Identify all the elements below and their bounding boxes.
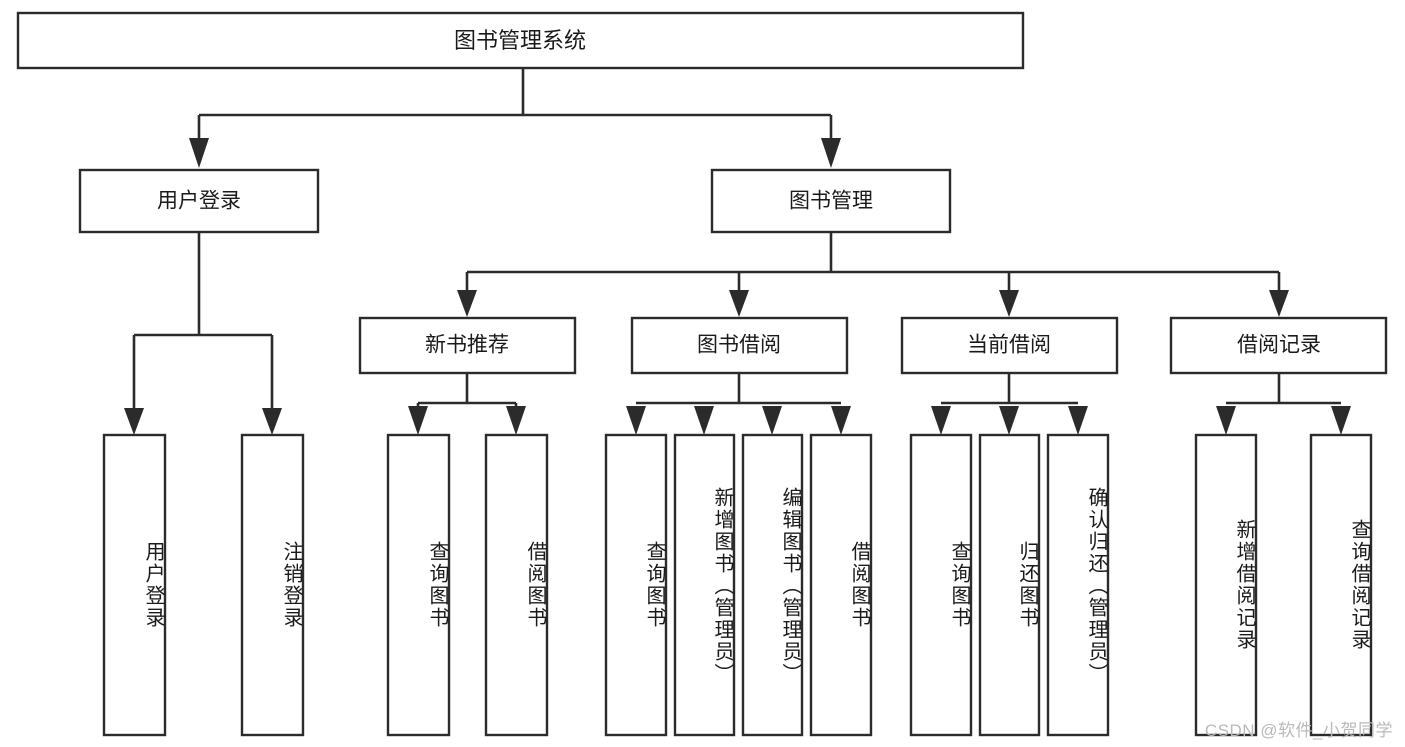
connectors-borrow-record (1216, 373, 1351, 435)
leaf-box-user-login[interactable] (102, 433, 167, 737)
connectors-current-borrow (931, 373, 1088, 435)
arrow-head-leaf-return-book (999, 406, 1019, 435)
node-box-book-management[interactable] (710, 168, 952, 234)
connectors-user-login (124, 233, 282, 435)
arrow-head-leaf-query-book-1 (408, 406, 428, 435)
node-current-borrow[interactable]: 当前借阅 (900, 316, 1119, 375)
arrow-head-borrow-record (1269, 290, 1289, 317)
arrow-head-leaf-add-record (1216, 406, 1236, 435)
arrow-head-book-borrow (729, 290, 749, 317)
arrow-head-new-book-recommend (457, 290, 477, 317)
arrow-head-userlogin (189, 138, 209, 168)
connectors-root (189, 68, 841, 168)
leaf-box-query-record[interactable] (1309, 433, 1373, 737)
arrow-head-leaf-query-book-2 (626, 406, 646, 435)
node-label-new-book-recommend: 新书推荐 (425, 334, 509, 357)
node-user-login[interactable]: 用户登录 (78, 168, 320, 234)
node-borrow-record[interactable]: 借阅记录 (1169, 316, 1388, 375)
arrow-head-bookmgmt (821, 138, 841, 168)
node-box-root[interactable] (16, 11, 1025, 70)
node-new-book-recommend[interactable]: 新书推荐 (358, 316, 577, 375)
leaf-box-confirm-return[interactable] (1046, 433, 1110, 737)
leaf-boxes-current-borrow (909, 433, 1110, 737)
leaf-boxes-user-login (102, 433, 305, 737)
arrow-head-leaf-query-book-3 (931, 406, 951, 435)
node-box-new-book-recommend[interactable] (358, 316, 577, 375)
leaf-boxes-borrow-record (1194, 433, 1373, 737)
leaf-box-borrow-book-2[interactable] (809, 433, 873, 737)
node-book-management[interactable]: 图书管理 (710, 168, 952, 234)
node-book-borrow[interactable]: 图书借阅 (630, 316, 849, 375)
leaf-box-query-book-2[interactable] (604, 433, 668, 737)
node-book-management-system[interactable]: 图书管理系统 (16, 11, 1025, 70)
node-label-user-login: 用户登录 (157, 190, 241, 213)
arrow-head-leaf-borrow-book-1 (506, 406, 526, 435)
arrow-head-leaf-add-book (694, 406, 714, 435)
leaf-box-query-book-1[interactable] (386, 433, 451, 737)
leaf-boxes-new-book-recommend (386, 433, 549, 737)
arrow-head-leaf-edit-book (762, 406, 782, 435)
leaf-box-query-book-3[interactable] (909, 433, 973, 737)
leaf-box-edit-book[interactable] (741, 433, 804, 737)
connectors-new-book-recommend (408, 373, 526, 435)
connectors-book-borrow (626, 373, 851, 435)
arrow-head-current-borrow (999, 290, 1019, 317)
arrow-head-leaf-logout-login (262, 408, 282, 435)
leaf-box-add-record[interactable] (1194, 433, 1258, 737)
node-label-book-borrow: 图书借阅 (697, 334, 781, 357)
arrow-head-leaf-user-login (124, 408, 144, 435)
node-label-root: 图书管理系统 (454, 28, 586, 53)
node-box-book-borrow[interactable] (630, 316, 849, 375)
leaf-boxes-book-borrow (604, 433, 873, 737)
leaf-box-add-book[interactable] (673, 433, 736, 737)
connectors-book-management (457, 233, 1289, 317)
csdn-watermark: CSDN @软件_小贺同学 (1204, 721, 1393, 740)
leaf-box-logout-login[interactable] (240, 433, 305, 737)
node-label-book-management: 图书管理 (789, 190, 873, 213)
leaf-box-borrow-book-1[interactable] (484, 433, 549, 737)
node-box-user-login[interactable] (78, 168, 320, 234)
arrow-head-leaf-borrow-book-2 (831, 406, 851, 435)
arrow-head-leaf-confirm-return (1068, 406, 1088, 435)
arrow-head-leaf-query-record (1331, 406, 1351, 435)
node-label-current-borrow: 当前借阅 (967, 334, 1051, 357)
node-box-borrow-record[interactable] (1169, 316, 1388, 375)
leaf-box-return-book[interactable] (978, 433, 1041, 737)
node-label-borrow-record: 借阅记录 (1237, 334, 1321, 357)
node-box-current-borrow[interactable] (900, 316, 1119, 375)
